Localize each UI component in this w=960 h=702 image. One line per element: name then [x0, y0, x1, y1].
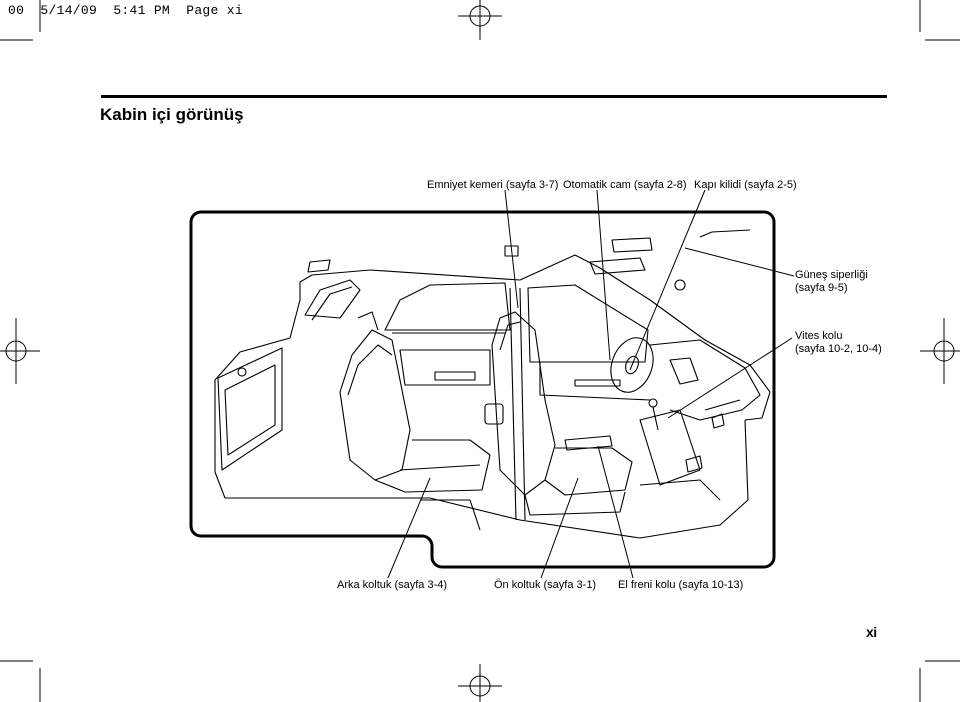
callout-gear-lever-line2: (sayfa 10-2, 10-4) — [795, 343, 882, 355]
car-interior-illustration — [214, 229, 771, 539]
page-number: xi — [866, 624, 877, 640]
print-slug: 00 5/14/09 5:41 PM Page xi — [8, 3, 243, 18]
callout-power-window: Otomatik cam (sayfa 2-8) — [563, 179, 687, 191]
callout-door-lock: Kapı kilidi (sayfa 2-5) — [694, 179, 797, 191]
callout-seat-belt: Emniyet kemeri (sayfa 3-7) — [427, 179, 559, 191]
illustration-frame — [189, 210, 776, 569]
section-title: Kabin içi görünüş — [100, 105, 244, 124]
callout-gear-lever-line1: Vites kolu — [795, 330, 843, 342]
callout-parking-brake: El freni kolu (sayfa 10-13) — [618, 579, 744, 591]
callout-sun-visor-line1: Güneş siperliği — [795, 269, 868, 281]
callout-leader-lines — [387, 189, 795, 579]
section-rule — [101, 95, 887, 98]
callout-sun-visor-line2: (sayfa 9-5) — [795, 282, 848, 294]
callout-rear-seat: Arka koltuk (sayfa 3-4) — [337, 579, 448, 591]
callout-front-seat: Ön koltuk (sayfa 3-1) — [494, 579, 597, 591]
